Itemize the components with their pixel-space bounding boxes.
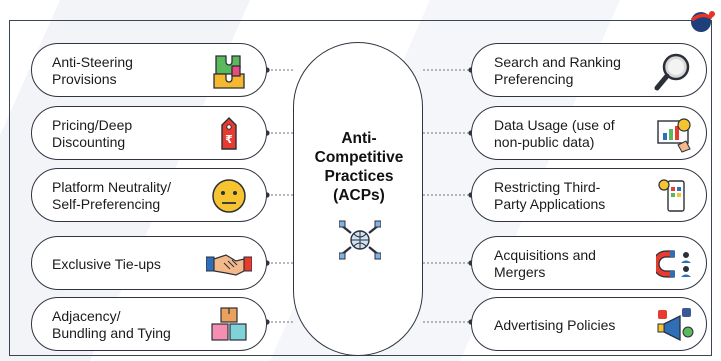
magnet-people-icon (656, 250, 691, 278)
node-label: Exclusive Tie-ups (52, 255, 161, 272)
central-title: Anti- Competitive Practices (ACPs) (314, 130, 404, 204)
node-bundling: Adjacency/ Bundling and Tying (31, 297, 267, 351)
handshake-icon (206, 254, 252, 276)
node-label: Platform Neutrality/ Self-Preferencing (52, 179, 172, 212)
node-third-party-apps: Restricting Third- Party Applications (471, 168, 707, 222)
stacked-boxes-icon (211, 307, 247, 341)
puzzle-pieces-icon (213, 55, 245, 89)
node-anti-steering: Anti-Steering Provisions (31, 43, 267, 97)
neutral-face-icon (212, 179, 246, 213)
node-label: Anti-Steering Provisions (52, 54, 133, 87)
node-label: Advertising Policies (494, 316, 616, 333)
node-label: Adjacency/ Bundling and Tying (52, 308, 171, 341)
central-node: Anti- Competitive Practices (ACPs) (293, 42, 423, 356)
node-label: Data Usage (use of non-public data) (494, 117, 615, 150)
hands-globe-icon (339, 220, 381, 260)
node-acquisitions: Acquisitions and Mergers (471, 236, 707, 290)
node-exclusive-tie-ups: Exclusive Tie-ups (31, 236, 267, 290)
brand-logo-icon (690, 11, 715, 32)
node-data-usage: Data Usage (use of non-public data) (471, 106, 707, 160)
node-label: Acquisitions and Mergers (494, 247, 596, 280)
node-advertising: Advertising Policies (471, 297, 707, 351)
node-search-ranking: Search and Ranking Preferencing (471, 43, 707, 97)
node-platform-neutrality: Platform Neutrality/ Self-Preferencing (31, 168, 267, 222)
rupee-price-tag-icon: ₹ (221, 117, 237, 150)
mobile-apps-icon (658, 179, 685, 212)
magnifier-icon (654, 53, 690, 91)
svg-text:₹: ₹ (225, 133, 233, 146)
data-analytics-icon (657, 118, 691, 153)
node-pricing: Pricing/Deep Discounting ₹ (31, 106, 267, 160)
megaphone-social-icon (657, 308, 694, 342)
node-label: Pricing/Deep Discounting (52, 117, 133, 150)
node-label: Search and Ranking Preferencing (494, 54, 621, 87)
node-label: Restricting Third- Party Applications (494, 179, 606, 212)
